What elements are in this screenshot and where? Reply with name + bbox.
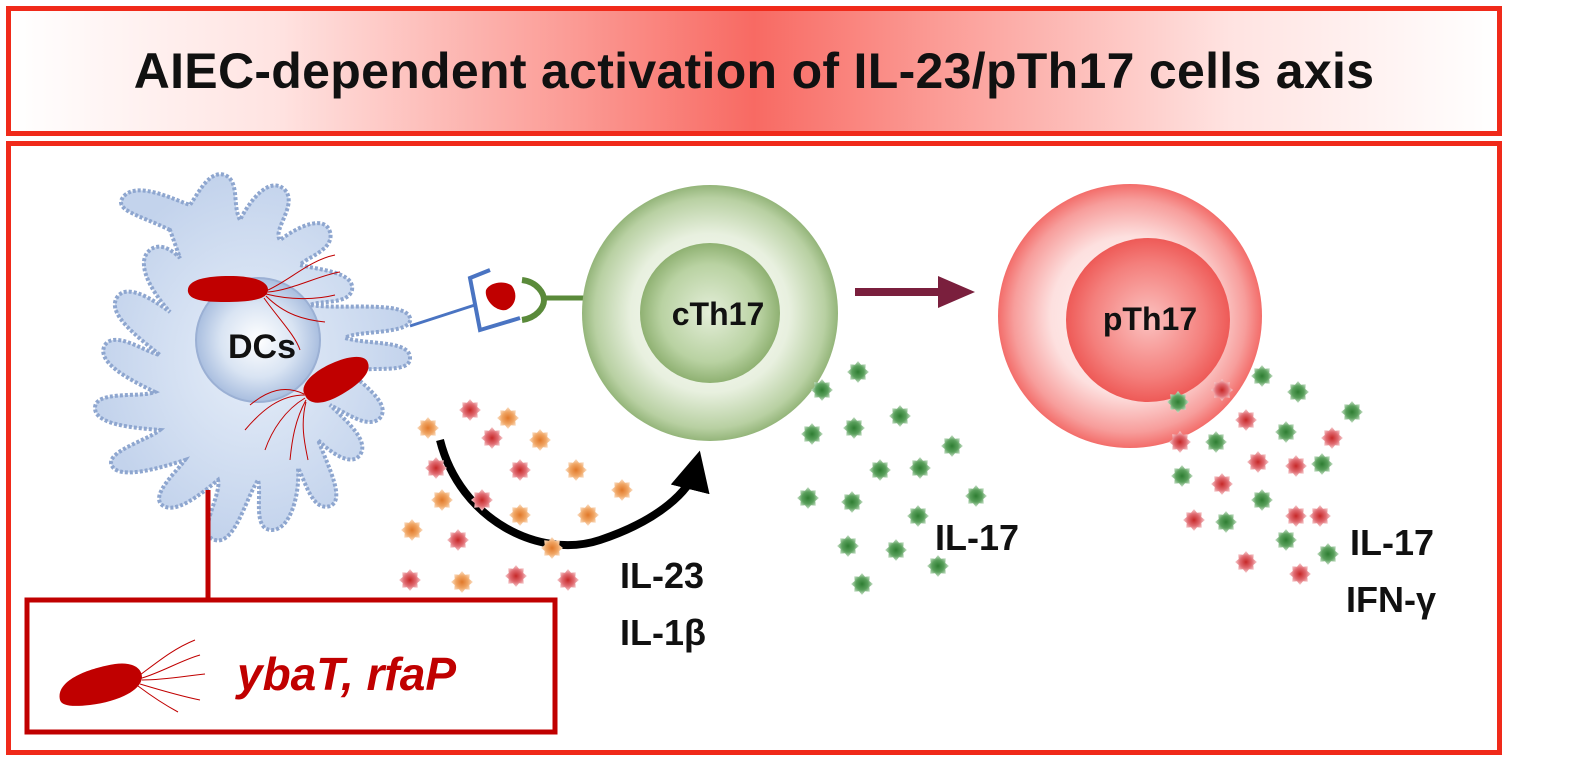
bacterium-upper — [187, 254, 341, 351]
cytokine-dot — [1321, 427, 1343, 449]
pth17-label: pTh17 — [1103, 301, 1197, 337]
cytokine-dot — [541, 537, 563, 559]
pth17-nucleus — [1066, 238, 1230, 402]
cytokine-dot — [611, 479, 633, 501]
dendritic-cell-nucleus — [195, 277, 321, 403]
cytokine-dot — [1235, 551, 1257, 573]
gene-names: ybaT, rfaP — [235, 648, 456, 700]
cytokine-dot — [1289, 563, 1311, 585]
cytokine-dots-il17-ifng — [1167, 365, 1363, 585]
bacterium-lower — [244, 356, 369, 461]
cytokine-dot — [797, 487, 819, 509]
cytokine-dot — [451, 571, 473, 593]
cytokine-dot — [941, 435, 963, 457]
cytokine-dots-il23 — [399, 399, 633, 593]
cytokine-dots-il17 — [797, 361, 987, 595]
gene-box: ybaT, rfaP — [24, 597, 558, 735]
tcr-receptor — [521, 277, 548, 323]
cytokine-dot — [1167, 391, 1189, 413]
cytokine-dot — [889, 405, 911, 427]
cytokine-dot — [927, 555, 949, 577]
cytokine-dot — [417, 417, 439, 439]
cytokine-dot — [1285, 455, 1307, 477]
cytokine-dot — [1211, 473, 1233, 495]
cytokine-dot — [509, 504, 531, 526]
cytokine-dot — [1285, 505, 1307, 527]
cytokine-dot — [1311, 453, 1333, 475]
cytokine-dot — [1247, 451, 1269, 473]
pth17-cell: pTh17 — [998, 184, 1262, 448]
cytokine-label-ifng: IFN-γ — [1346, 579, 1436, 620]
cytokine-label-il17-middle: IL-17 — [935, 517, 1019, 558]
cytokine-dot — [1341, 401, 1363, 423]
cytokine-dot — [1317, 543, 1339, 565]
cytokine-dot — [1287, 381, 1309, 403]
cytokine-dot — [837, 535, 859, 557]
cth17-nucleus — [640, 243, 780, 383]
cytokine-dot — [909, 457, 931, 479]
cytokine-dot — [459, 399, 481, 421]
title-banner: AIEC-dependent activation of IL-23/pTh17… — [6, 6, 1502, 136]
cytokine-dot — [565, 459, 587, 481]
cytokine-dot — [1205, 431, 1227, 453]
cth17-label: cTh17 — [672, 296, 764, 332]
cytokine-dot — [1275, 421, 1297, 443]
il23-stimulation-arrow — [436, 439, 710, 550]
cytokine-dot — [431, 489, 453, 511]
cytokine-dot — [843, 417, 865, 439]
cytokine-dot — [1251, 489, 1273, 511]
cytokine-dot — [1251, 365, 1273, 387]
cytokine-dot — [399, 569, 421, 591]
cytokine-dot — [885, 539, 907, 561]
dendritic-cell: DCs — [92, 172, 413, 543]
cytokine-dot — [529, 429, 551, 451]
cytokine-dot — [841, 491, 863, 513]
cytokine-dot — [1183, 509, 1205, 531]
dc-label: DCs — [228, 328, 296, 366]
diagram-title: AIEC-dependent activation of IL-23/pTh17… — [133, 43, 1375, 99]
cytokine-dot — [425, 457, 447, 479]
cytokine-dot — [1171, 465, 1193, 487]
cytokine-dot — [505, 565, 527, 587]
differentiation-arrow — [855, 276, 975, 308]
cytokine-dot — [481, 427, 503, 449]
cytokine-dot — [471, 489, 493, 511]
antigen-presentation — [409, 268, 592, 333]
cytokine-dot — [965, 485, 987, 507]
cytokine-dot — [907, 505, 929, 527]
cytokine-dot — [1309, 505, 1331, 527]
cytokine-dot — [847, 361, 869, 383]
cytokine-dot — [1169, 431, 1191, 453]
cytokine-label-il23: IL-23 — [620, 555, 704, 596]
cytokine-dot — [801, 423, 823, 445]
cytokine-dot — [869, 459, 891, 481]
cytokine-dot — [557, 569, 579, 591]
cytokine-label-il1b: IL-1β — [620, 612, 706, 653]
cytokine-dot — [851, 573, 873, 595]
cytokine-dot — [1215, 511, 1237, 533]
cytokine-dot — [1235, 409, 1257, 431]
cytokine-dot — [1211, 379, 1233, 401]
antigen-fragment — [485, 282, 516, 311]
cth17-cell: cTh17 — [582, 185, 838, 441]
cytokine-dot — [497, 407, 519, 429]
cytokine-dot — [811, 379, 833, 401]
cytokine-dot — [447, 529, 469, 551]
cytokine-dot — [509, 459, 531, 481]
cytokine-label-il17-right: IL-17 — [1350, 522, 1434, 563]
cytokine-dot — [401, 519, 423, 541]
cytokine-dot — [577, 504, 599, 526]
cytokine-dot — [1275, 529, 1297, 551]
gene-box-bacterium — [59, 639, 206, 713]
